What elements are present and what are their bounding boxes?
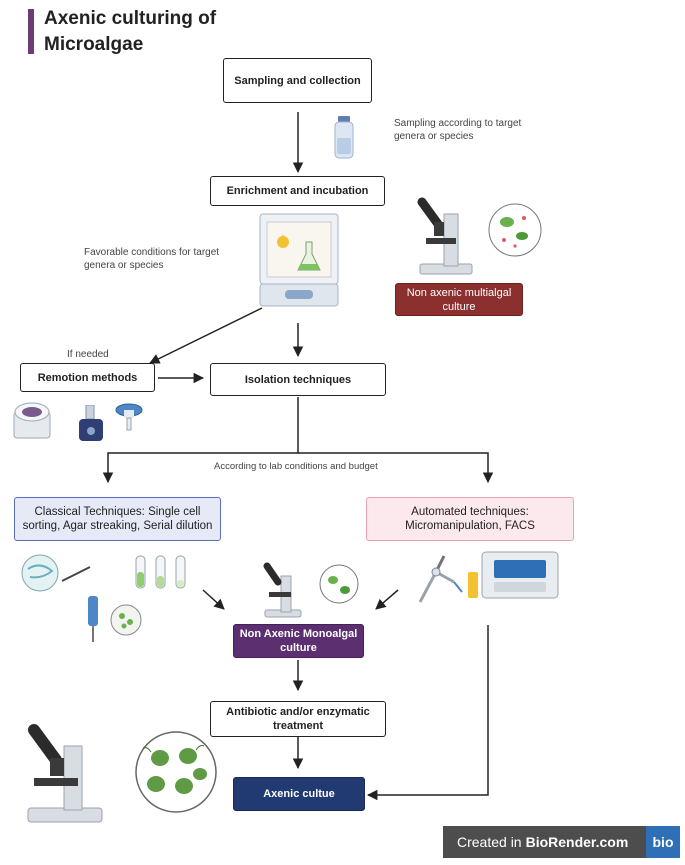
non-axenic-multialgal-box: Non axenic multialgal culture — [395, 283, 523, 316]
axenic-culture-box: Axenic cultue — [233, 777, 365, 811]
incubator-icon — [259, 213, 339, 307]
badge-brand: BioRender.com — [525, 834, 629, 850]
non-axenic-monoalgal-box: Non Axenic Monoalgal culture — [233, 624, 364, 658]
arrow-classical-monoalgal — [202, 589, 225, 610]
microscope-icon — [263, 562, 359, 618]
isolation-box: Isolation techniques — [210, 363, 386, 396]
according-note: According to lab conditions and budget — [214, 461, 378, 472]
centrifuge-icon — [13, 402, 51, 439]
badge-prefix: Created in — [457, 834, 522, 850]
arrow-isolation-classical — [102, 397, 299, 484]
if-needed-note: If needed — [67, 349, 109, 360]
title-line-1: Axenic culturing of — [44, 8, 217, 29]
microscope-icon — [27, 724, 217, 823]
pipette-icon — [88, 596, 142, 642]
antibiotic-treatment-box: Antibiotic and/or enzymatic treatment — [210, 701, 386, 737]
title-line-2: Microalgae — [44, 34, 144, 55]
arrow-automated-monoalgal — [375, 589, 399, 610]
micromanipulator-icon — [418, 555, 463, 603]
vortex-icon — [79, 405, 103, 441]
sampling-box: Sampling and collection — [223, 58, 372, 103]
enrichment-box: Enrichment and incubation — [210, 176, 385, 206]
microscope-icon — [417, 197, 542, 275]
arrow-isolation-automated — [298, 452, 494, 484]
test-tubes-icon — [135, 555, 186, 589]
automated-techniques-box: Automated techniques: Micromanipulation,… — [366, 497, 574, 541]
classical-techniques-box: Classical Techniques: Single cell sortin… — [14, 497, 221, 541]
flow-cytometer-icon — [468, 551, 559, 599]
syringe-filter-icon — [115, 403, 143, 431]
biorender-logo-icon: bio — [646, 826, 680, 858]
diagram-title: Axenic culturing of Microalgae — [44, 6, 216, 58]
remotion-box: Remotion methods — [20, 363, 155, 392]
arrow-automated-axenic — [366, 625, 489, 801]
sampling-note: Sampling according to target genera or s… — [394, 118, 522, 142]
biorender-badge: Created in BioRender.com bio — [443, 826, 680, 858]
sample-bottle-icon — [334, 116, 354, 159]
petri-dish-icon — [21, 554, 91, 592]
arrow-to-remotion — [149, 307, 263, 364]
favorable-note: Favorable conditions for target genera o… — [84, 247, 220, 271]
title-accent-bar — [28, 9, 34, 54]
